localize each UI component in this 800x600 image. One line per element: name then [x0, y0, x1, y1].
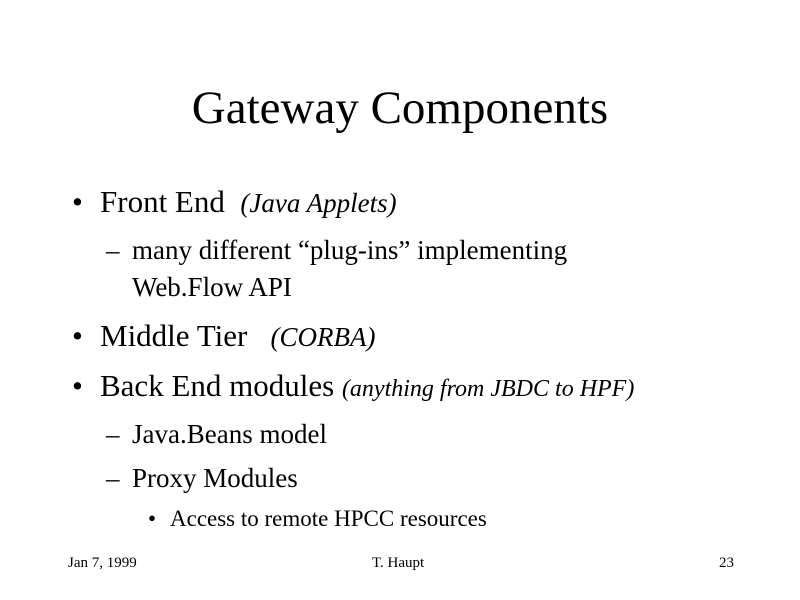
- footer-author: T. Haupt: [372, 555, 425, 571]
- bullet-text: Front End: [100, 184, 225, 219]
- sub-bullet-proxy-modules: –Proxy Modules: [106, 462, 298, 494]
- bullet-text: Back End modules: [100, 368, 335, 403]
- sub-bullet-marker: –: [106, 235, 120, 265]
- bullet-back-end: • Back End modules (anything from JBDC to…: [72, 368, 634, 407]
- sub-bullet-plugins: –many different “plug-ins” implementing: [106, 234, 567, 266]
- bullet-text: Middle Tier: [100, 318, 248, 353]
- sub-bullet-marker: –: [106, 419, 120, 449]
- bullet-marker: •: [72, 184, 83, 219]
- sub-sub-bullet-text: Access to remote HPCC resources: [170, 506, 487, 531]
- footer-date: Jan 7, 1999: [68, 555, 137, 571]
- sub-bullet-text: Proxy Modules: [132, 463, 298, 493]
- bullet-marker: •: [72, 368, 83, 403]
- sub-bullet-text: Java.Beans model: [132, 419, 327, 449]
- sub-bullet-javabeans: –Java.Beans model: [106, 418, 327, 450]
- sub-bullet-marker: –: [106, 463, 120, 493]
- bullet-middle-tier: • Middle Tier (CORBA): [72, 318, 376, 355]
- sub-bullet-plugins-continued: Web.Flow API: [132, 271, 292, 303]
- footer-page-number: 23: [719, 555, 734, 571]
- slide-title: Gateway Components: [191, 82, 609, 134]
- bullet-note: (CORBA): [270, 322, 376, 352]
- sub-sub-bullet-hpcc: • Access to remote HPCC resources: [148, 505, 487, 533]
- bullet-marker: •: [72, 318, 83, 353]
- bullet-front-end: • Front End (Java Applets): [72, 184, 397, 221]
- sub-bullet-text-line-2: Web.Flow API: [132, 272, 292, 302]
- bullet-note: (Java Applets): [240, 188, 397, 218]
- bullet-note: (anything from JBDC to HPF): [341, 376, 635, 402]
- sub-bullet-text-line-1: many different “plug-ins” implementing: [132, 235, 568, 265]
- sub-sub-bullet-marker: •: [148, 506, 157, 531]
